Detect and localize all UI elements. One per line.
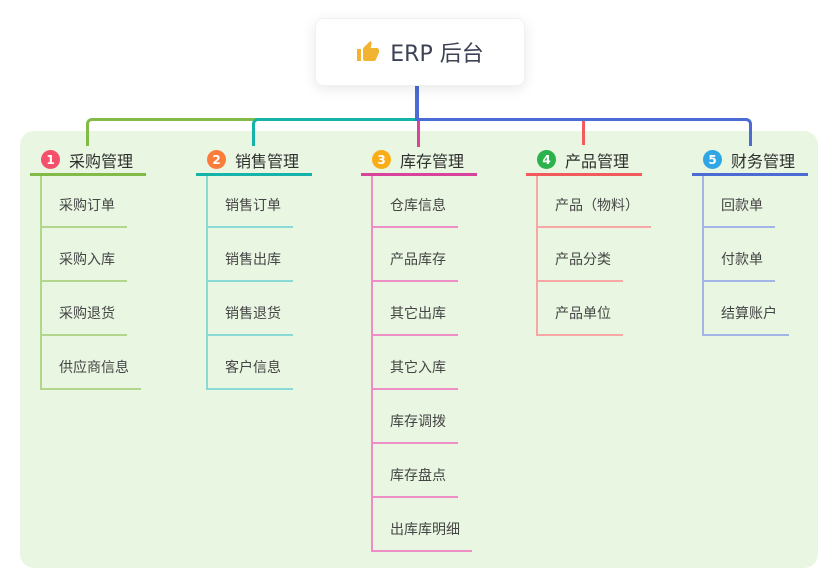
child-node[interactable]: 产品分类 [538, 228, 623, 282]
child-node[interactable]: 客户信息 [208, 336, 293, 390]
branch-children: 产品（物料）产品分类产品单位 [536, 176, 651, 336]
branch-node-1[interactable]: 1 采购管理 [30, 146, 146, 176]
branch-node-3[interactable]: 3 库存管理 [361, 146, 477, 176]
branch-title: 财务管理 [731, 151, 796, 171]
connector-root [415, 84, 419, 121]
branch-children: 销售订单销售出库销售退货客户信息 [206, 176, 312, 390]
branch-title: 产品管理 [565, 151, 630, 171]
child-node[interactable]: 其它入库 [373, 336, 458, 390]
child-node[interactable]: 产品单位 [538, 282, 623, 336]
child-node[interactable]: 销售出库 [208, 228, 293, 282]
thumbs-up-icon [357, 41, 380, 61]
child-node[interactable]: 其它出库 [373, 282, 458, 336]
child-node[interactable]: 库存调拨 [373, 390, 458, 444]
child-node[interactable]: 结算账户 [704, 282, 789, 336]
connector-branch-4 [582, 121, 585, 145]
child-node[interactable]: 采购入库 [42, 228, 127, 282]
branch-title: 销售管理 [235, 151, 300, 171]
child-node[interactable]: 库存盘点 [373, 444, 458, 498]
child-node[interactable]: 产品库存 [373, 228, 458, 282]
branch-column-4: 4 产品管理产品（物料）产品分类产品单位 [526, 146, 651, 336]
branch-column-1: 1 采购管理采购订单采购入库采购退货供应商信息 [30, 146, 146, 390]
child-node[interactable]: 供应商信息 [42, 336, 141, 390]
connector-branch-2 [252, 118, 419, 146]
branch-children: 回款单付款单结算账户 [702, 176, 808, 336]
branch-children: 仓库信息产品库存其它出库其它入库库存调拨库存盘点出库库明细 [371, 176, 477, 552]
branch-column-5: 5 财务管理回款单付款单结算账户 [692, 146, 808, 336]
branch-number-badge: 4 [537, 150, 556, 169]
child-node[interactable]: 回款单 [704, 176, 775, 228]
branch-column-2: 2 销售管理销售订单销售出库销售退货客户信息 [196, 146, 312, 390]
child-node[interactable]: 仓库信息 [373, 176, 458, 228]
branch-node-4[interactable]: 4 产品管理 [526, 146, 642, 176]
child-node[interactable]: 采购退货 [42, 282, 127, 336]
branch-children: 采购订单采购入库采购退货供应商信息 [40, 176, 146, 390]
branch-number-badge: 2 [207, 150, 226, 169]
branch-column-3: 3 库存管理仓库信息产品库存其它出库其它入库库存调拨库存盘点出库库明细 [361, 146, 477, 552]
connector-branch-3 [417, 121, 420, 147]
root-title: ERP 后台 [390, 42, 484, 67]
branch-title: 采购管理 [69, 151, 134, 171]
branch-number-badge: 3 [372, 150, 391, 169]
child-node[interactable]: 出库库明细 [373, 498, 472, 552]
branch-node-5[interactable]: 5 财务管理 [692, 146, 808, 176]
child-node[interactable]: 销售退货 [208, 282, 293, 336]
child-node[interactable]: 销售订单 [208, 176, 293, 228]
branch-number-badge: 5 [703, 150, 722, 169]
child-node[interactable]: 采购订单 [42, 176, 127, 228]
mindmap-background-panel [20, 131, 818, 568]
branch-node-2[interactable]: 2 销售管理 [196, 146, 312, 176]
branch-number-badge: 1 [41, 150, 60, 169]
branch-title: 库存管理 [400, 151, 465, 171]
root-node[interactable]: ERP 后台 [315, 18, 525, 86]
child-node[interactable]: 付款单 [704, 228, 775, 282]
child-node[interactable]: 产品（物料） [538, 176, 651, 228]
connector-branch-5 [419, 118, 752, 146]
